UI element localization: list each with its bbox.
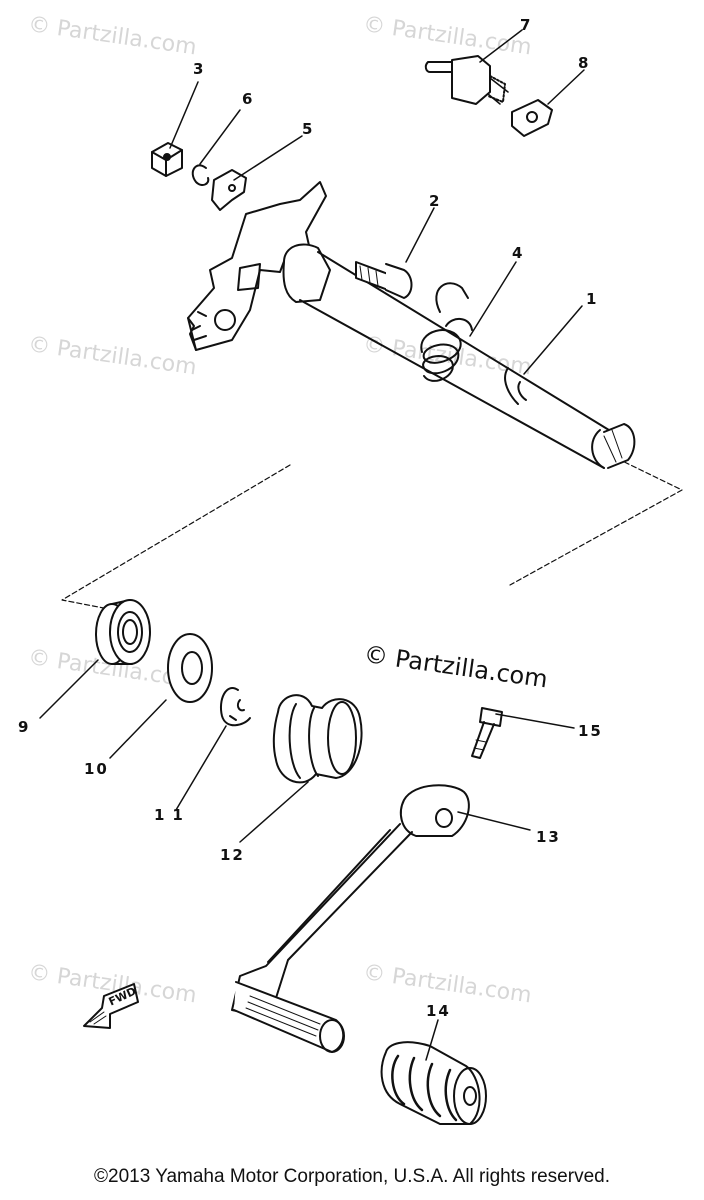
callout-9: 9 bbox=[18, 718, 31, 736]
part-12-boot bbox=[272, 694, 363, 784]
part-3-nut bbox=[151, 142, 183, 177]
part-7-stopper-bolt bbox=[424, 55, 509, 105]
part-11-circlip bbox=[220, 687, 251, 727]
callout-12: 12 bbox=[220, 846, 245, 864]
callout-7: 7 bbox=[520, 16, 533, 34]
callout-3: 3 bbox=[193, 60, 206, 78]
callout-8: 8 bbox=[578, 54, 591, 72]
callout-14: 14 bbox=[426, 1002, 451, 1020]
alignment-dashed-line bbox=[61, 454, 683, 616]
part-4-return-spring bbox=[420, 282, 473, 382]
copyright-text: ©2013 Yamaha Motor Corporation, U.S.A. A… bbox=[94, 1166, 610, 1187]
callout-leaders bbox=[39, 29, 585, 1061]
fwd-arrow-icon bbox=[83, 983, 139, 1029]
part-8-washer bbox=[511, 99, 553, 137]
callout-1: 1 bbox=[586, 290, 599, 308]
callout-13: 13 bbox=[536, 828, 561, 846]
callout-6: 6 bbox=[242, 90, 255, 108]
part-10-washer bbox=[167, 633, 213, 703]
callout-15: 15 bbox=[578, 722, 603, 740]
callout-10: 10 bbox=[84, 760, 109, 778]
callout-5: 5 bbox=[302, 120, 315, 138]
part-9-bearing bbox=[95, 599, 151, 665]
callout-11: 11 bbox=[154, 806, 191, 824]
part-15-bolt bbox=[471, 707, 503, 759]
callout-4: 4 bbox=[512, 244, 525, 262]
callout-2: 2 bbox=[429, 192, 442, 210]
part-14-pedal-rubber bbox=[380, 1041, 487, 1125]
part-2-collar bbox=[355, 261, 413, 299]
part-5-lock-plate bbox=[211, 169, 247, 211]
part-1-shift-shaft bbox=[187, 181, 636, 469]
part-6-lock-washer bbox=[191, 164, 210, 186]
